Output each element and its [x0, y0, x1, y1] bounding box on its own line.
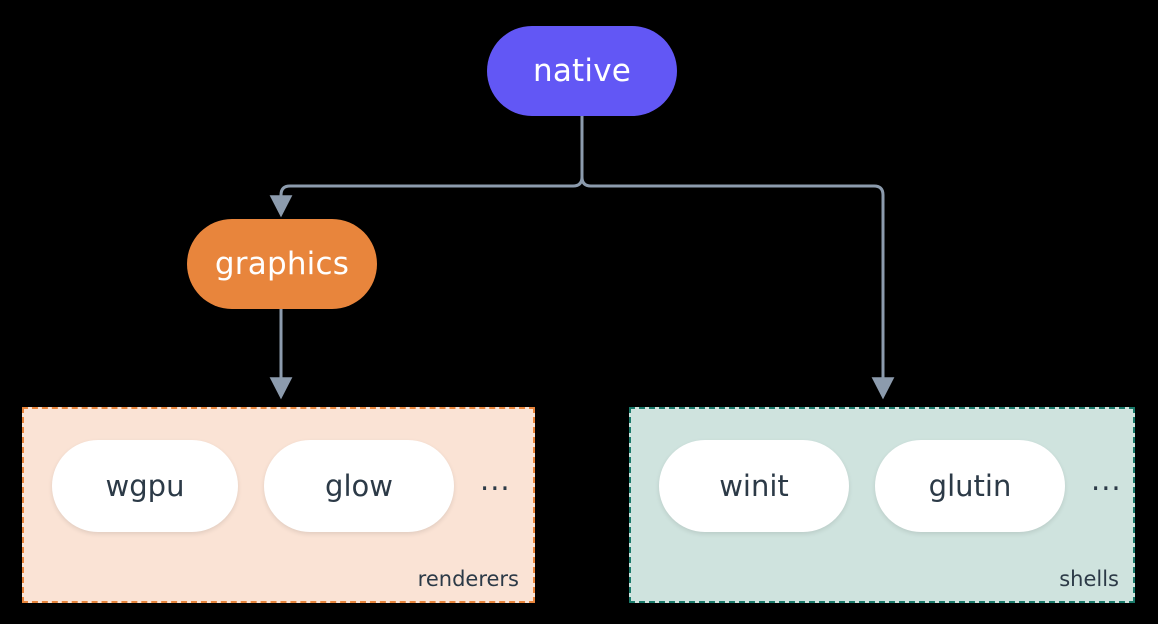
pill-glutin[interactable]: glutin	[875, 440, 1065, 532]
group-shells: winit glutin ... shells	[629, 407, 1135, 603]
shells-item-row: winit glutin ...	[659, 440, 1122, 532]
group-shells-label: shells	[1059, 567, 1119, 591]
edge-native-to-graphics	[269, 114, 584, 218]
node-native[interactable]: native	[487, 26, 677, 116]
node-graphics[interactable]: graphics	[187, 219, 377, 309]
node-native-label: native	[532, 53, 632, 89]
node-graphics-label: graphics	[214, 246, 350, 282]
group-renderers-label: renderers	[417, 567, 519, 591]
pill-winit[interactable]: winit	[659, 440, 849, 532]
shells-overflow-ellipsis: ...	[1091, 463, 1122, 497]
renderers-item-row: wgpu glow ...	[52, 440, 511, 532]
renderers-overflow-ellipsis: ...	[480, 463, 511, 497]
pill-glutin-label: glutin	[928, 469, 1012, 503]
pill-winit-label: winit	[719, 469, 789, 503]
pill-wgpu[interactable]: wgpu	[52, 440, 238, 532]
edge-native-to-shells	[580, 114, 895, 400]
pill-wgpu-label: wgpu	[105, 469, 185, 503]
pill-glow[interactable]: glow	[264, 440, 454, 532]
pill-glow-label: glow	[325, 469, 393, 503]
group-renderers: wgpu glow ... renderers	[22, 407, 535, 603]
